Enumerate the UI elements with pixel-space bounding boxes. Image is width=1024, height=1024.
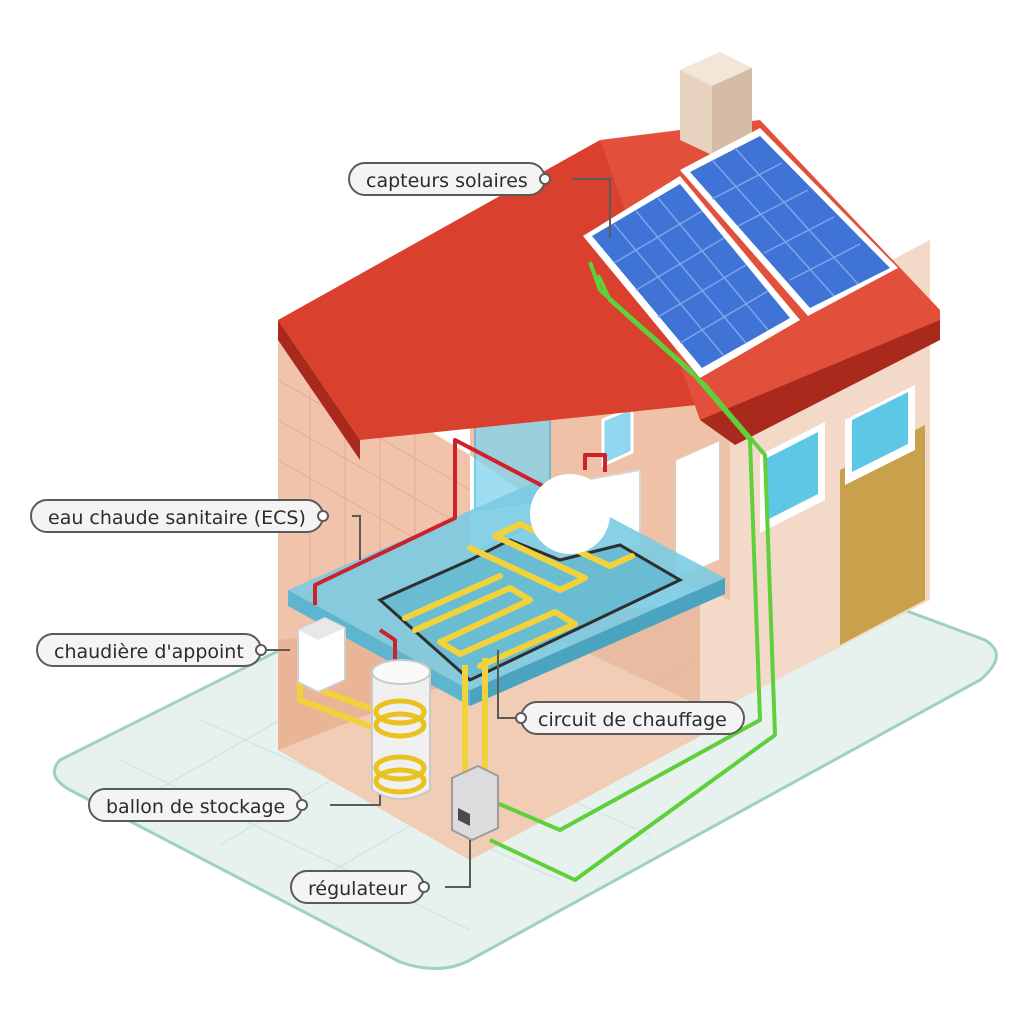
- callout-dot: [296, 799, 309, 811]
- callout-domestic-hot-water: eau chaude sanitaire (ECS): [30, 499, 329, 533]
- callout-label: capteurs solaires: [366, 170, 528, 192]
- callout-label: circuit de chauffage: [538, 709, 727, 731]
- callout-heating-circuit: circuit de chauffage: [515, 701, 745, 735]
- callout-storage-tank: ballon de stockage: [88, 788, 309, 822]
- callout-regulator: régulateur: [290, 870, 431, 904]
- callout-backup-boiler: chaudière d'appoint: [36, 633, 267, 667]
- roof-eave: [278, 320, 360, 460]
- solar-loop-pipe: [489, 261, 777, 882]
- backup-boiler: [297, 616, 346, 694]
- window-left: [760, 422, 825, 533]
- garage-opening: [840, 425, 925, 645]
- lower-floor: [278, 640, 730, 860]
- solar-panel-right: [680, 128, 898, 316]
- callout-label: chaudière d'appoint: [54, 641, 244, 663]
- heating-pipe-down: [462, 658, 488, 790]
- leader-lines: [266, 178, 611, 888]
- heating-pipe-loop: [402, 521, 635, 669]
- callout-dot: [316, 510, 329, 522]
- callout-dot: [418, 881, 431, 893]
- chimney: [680, 52, 752, 155]
- callout-dot: [538, 173, 551, 185]
- highlight-circle: [530, 474, 610, 554]
- floor-slab-edge-right: [470, 578, 725, 706]
- floor-cut: [377, 538, 684, 682]
- callout-label: ballon de stockage: [106, 796, 286, 818]
- regulator: [451, 764, 499, 842]
- window-upper: [845, 385, 915, 485]
- storage-tank: [371, 659, 431, 800]
- door: [674, 438, 721, 582]
- callout-solar-collectors: capteurs solaires: [348, 162, 551, 196]
- callout-label: eau chaude sanitaire (ECS): [48, 507, 306, 529]
- callout-label: régulateur: [308, 878, 408, 900]
- callout-dot: [515, 712, 527, 724]
- solar-panel-left: [583, 176, 800, 378]
- callout-dot: [254, 644, 267, 656]
- roof-eave-front: [700, 320, 940, 445]
